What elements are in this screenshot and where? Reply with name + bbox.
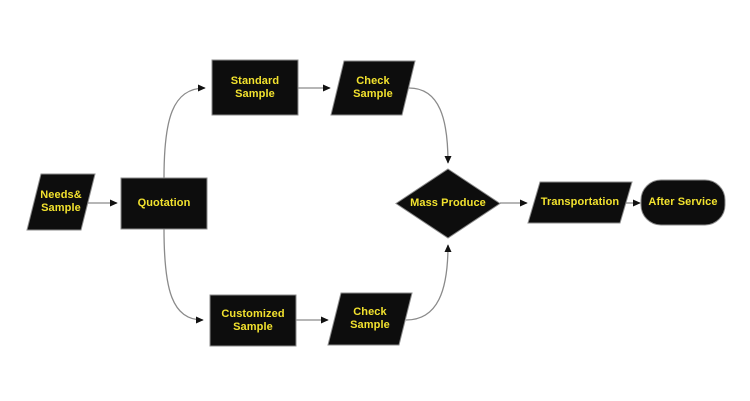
node-customized-sample[interactable] xyxy=(209,294,297,347)
node-quotation[interactable] xyxy=(120,177,208,230)
node-needs-sample[interactable] xyxy=(26,173,96,231)
node-mass-produce[interactable] xyxy=(395,168,501,239)
node-after-service[interactable] xyxy=(640,179,726,226)
connector-quotation-to-standard xyxy=(163,84,206,179)
connector-check-bottom-to-mass-produce xyxy=(405,244,452,321)
node-standard-sample[interactable] xyxy=(211,59,299,116)
node-transportation[interactable] xyxy=(527,181,633,224)
node-check-sample-standard[interactable] xyxy=(330,60,416,116)
connector-check-top-to-mass-produce xyxy=(408,87,452,164)
node-check-sample-customized[interactable] xyxy=(327,292,413,346)
connector-quotation-to-customized xyxy=(163,228,204,324)
